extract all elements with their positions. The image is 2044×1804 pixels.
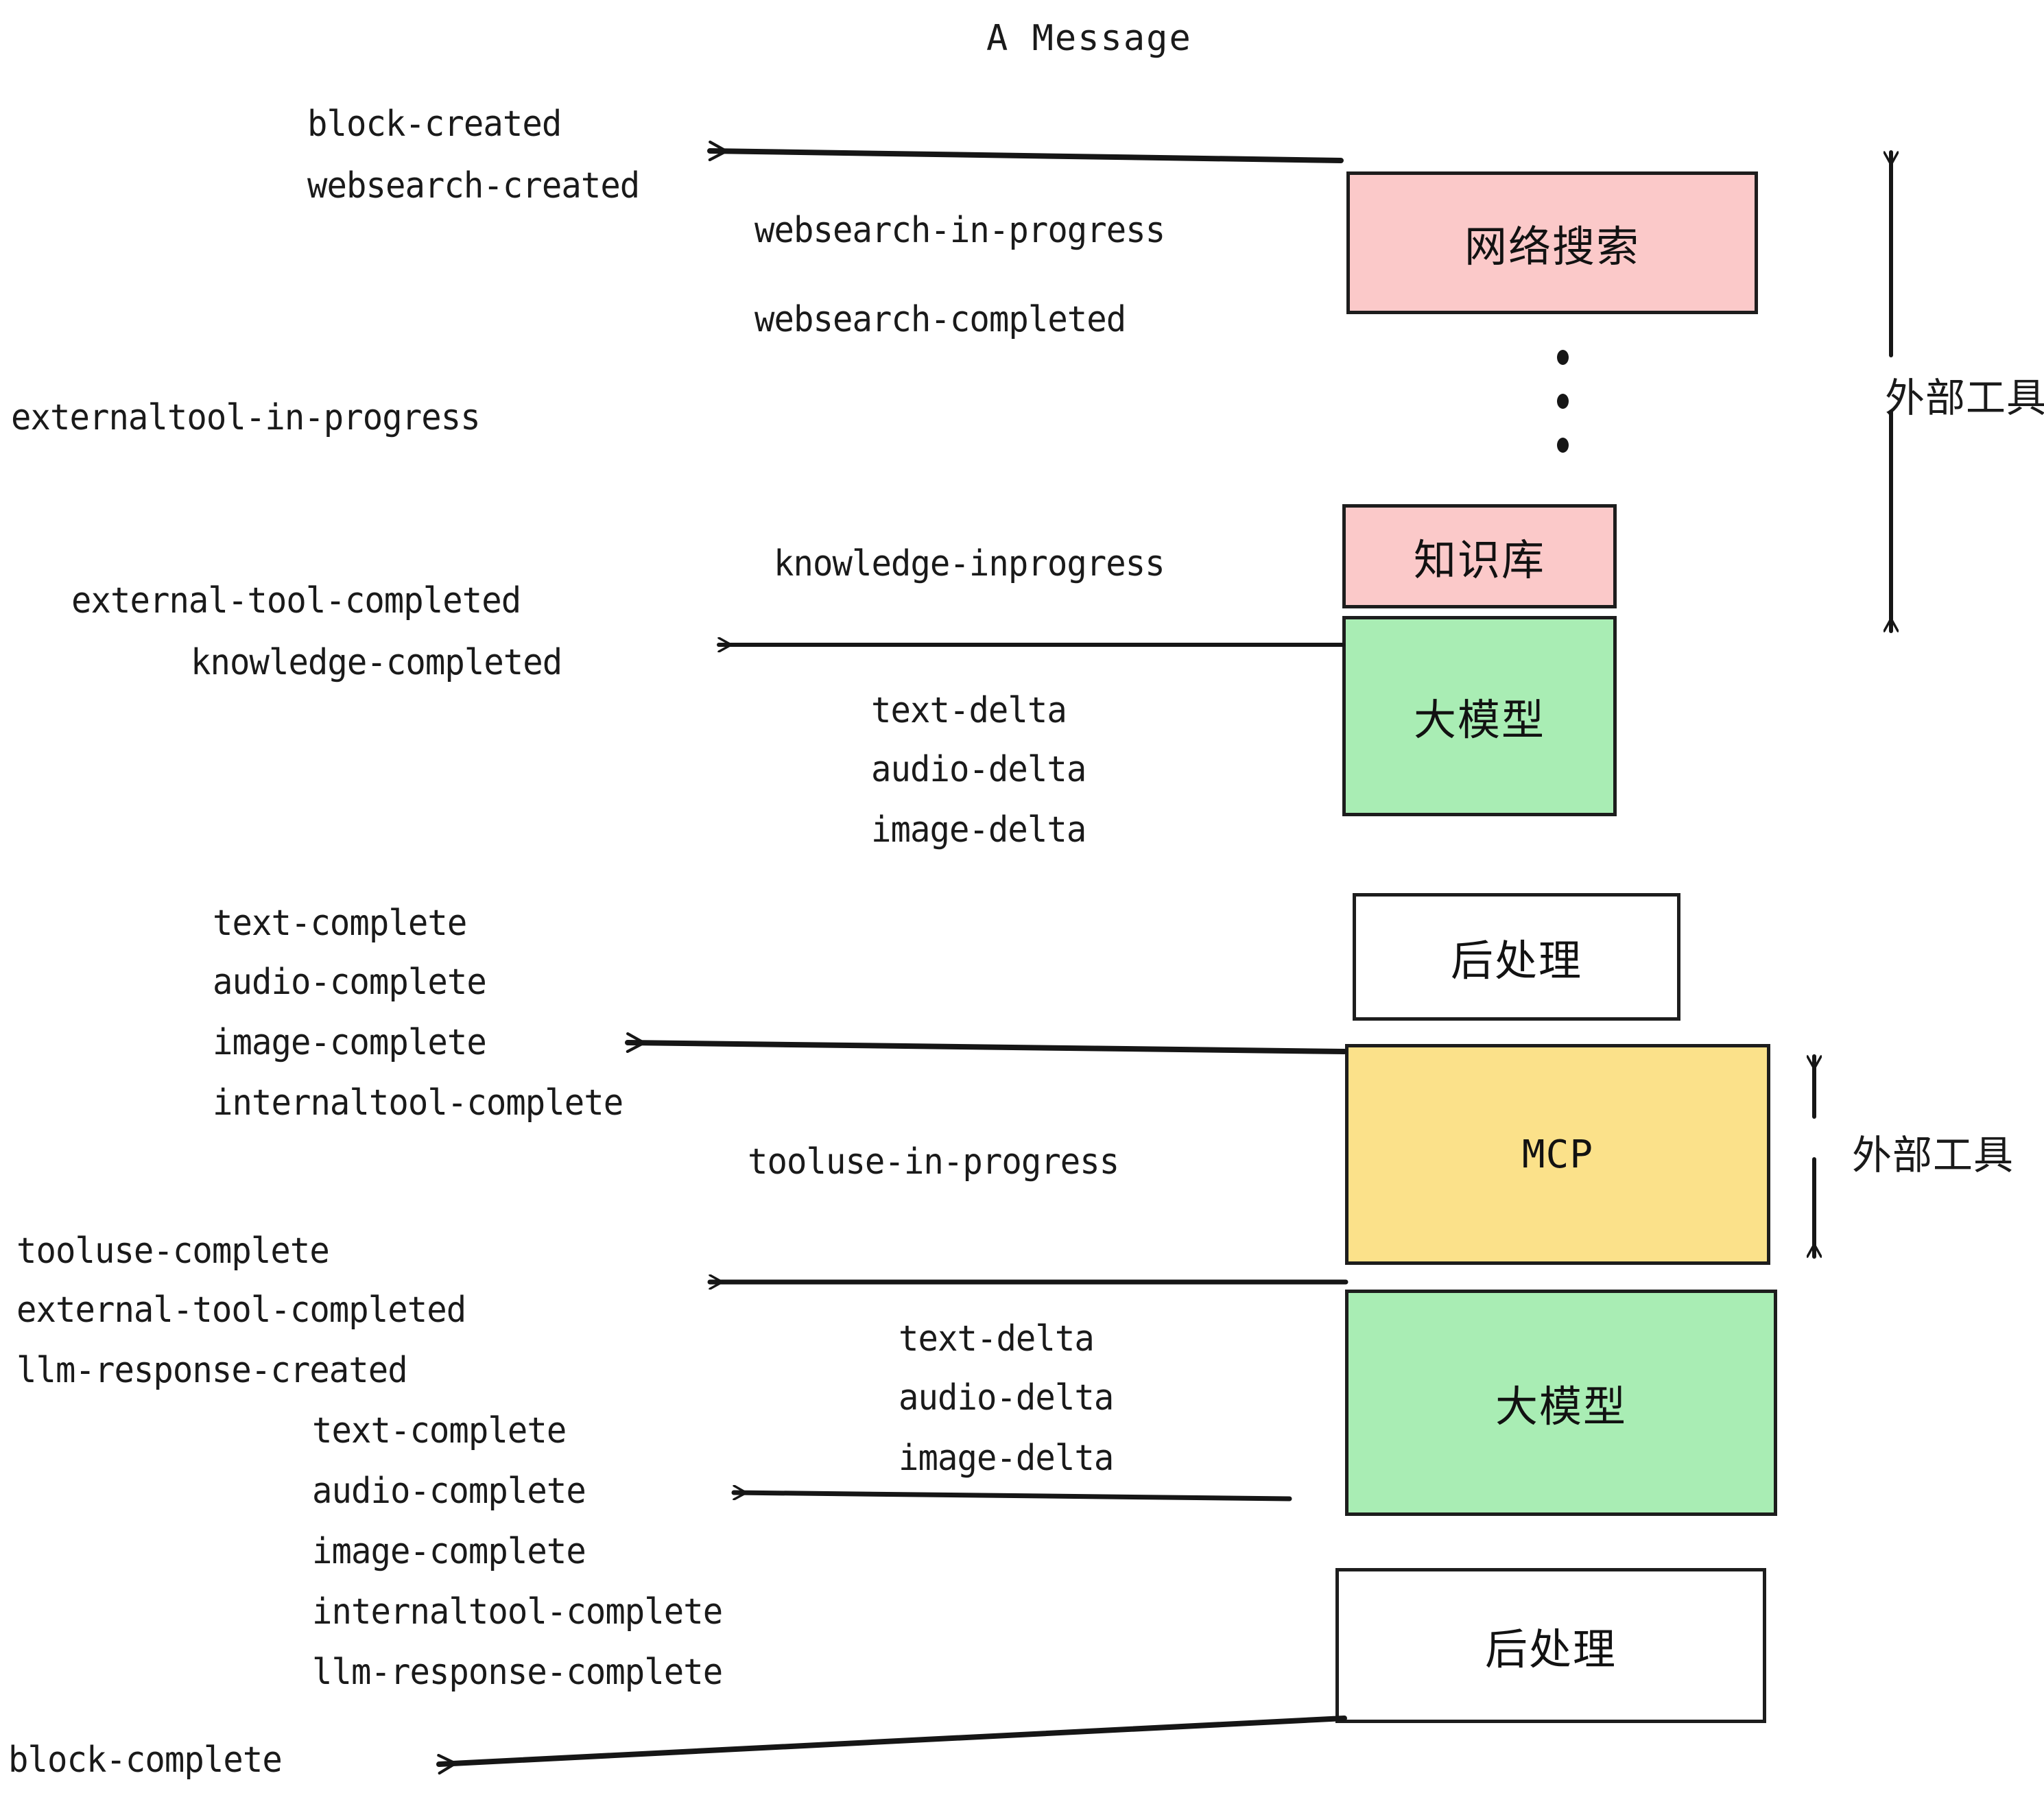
event-label: externaltool-in-progress — [11, 397, 481, 438]
event-label: llm-response-created — [16, 1350, 408, 1391]
arrow-image-complete — [625, 1043, 1347, 1054]
node-knowledge: 知识库 — [1342, 504, 1617, 608]
event-label: text-complete — [312, 1410, 567, 1451]
event-label: tooluse-complete — [16, 1231, 330, 1272]
node-postprocess-2: 后处理 — [1335, 1568, 1766, 1723]
ellipsis-dot — [1557, 350, 1569, 365]
event-label: audio-complete — [213, 962, 487, 1003]
event-label: external-tool-completed — [71, 580, 521, 621]
event-label: audio-delta — [899, 1377, 1114, 1419]
node-llm-2: 大模型 — [1345, 1290, 1777, 1516]
event-label: tooluse-in-progress — [748, 1141, 1119, 1183]
event-label: websearch-created — [307, 165, 640, 206]
external-tools-label-bottom: 外部工具 — [1852, 1132, 2015, 1178]
event-label: text-delta — [871, 690, 1067, 731]
event-label: websearch-completed — [754, 299, 1126, 340]
event-label: internaltool-complete — [312, 1591, 723, 1633]
event-label: audio-complete — [312, 1471, 586, 1512]
node-label: 知识库 — [1413, 535, 1545, 585]
event-label: image-complete — [312, 1531, 586, 1572]
node-label: 后处理 — [1450, 936, 1582, 986]
node-mcp: MCP — [1345, 1044, 1770, 1265]
external-tools-label-top: 外部工具 — [1885, 375, 2044, 421]
arrow-block-complete — [436, 1716, 1347, 1764]
event-label: llm-response-complete — [312, 1652, 723, 1693]
event-label: image-delta — [871, 809, 1086, 851]
event-label: external-tool-completed — [16, 1290, 466, 1331]
node-websearch: 网络搜索 — [1346, 171, 1758, 314]
arrow-audio-complete — [731, 1493, 1292, 1502]
event-label: knowledge-inprogress — [774, 543, 1165, 584]
event-label: text-delta — [899, 1318, 1095, 1360]
node-label: 大模型 — [1495, 1381, 1627, 1432]
event-label: websearch-in-progress — [754, 210, 1165, 251]
event-label: image-complete — [213, 1022, 487, 1063]
page-title: A Message — [986, 18, 1192, 59]
event-label: block-created — [307, 104, 562, 145]
event-label: internaltool-complete — [213, 1082, 623, 1124]
node-label: 后处理 — [1484, 1624, 1617, 1674]
node-llm-1: 大模型 — [1342, 616, 1617, 816]
event-label: image-delta — [899, 1438, 1114, 1479]
arrow-websearch-created — [707, 151, 1344, 163]
event-label: audio-delta — [871, 749, 1086, 790]
node-label: MCP — [1521, 1132, 1594, 1177]
event-label: block-complete — [8, 1740, 283, 1781]
node-label: 大模型 — [1413, 695, 1545, 745]
ellipsis-dot — [1557, 438, 1569, 453]
node-label: 网络搜索 — [1464, 222, 1640, 272]
vertical-ellipsis-icon — [1557, 350, 1569, 453]
event-label: knowledge-completed — [191, 642, 562, 683]
event-label: text-complete — [213, 903, 467, 944]
node-postprocess-1: 后处理 — [1353, 893, 1680, 1021]
ellipsis-dot — [1557, 394, 1569, 409]
